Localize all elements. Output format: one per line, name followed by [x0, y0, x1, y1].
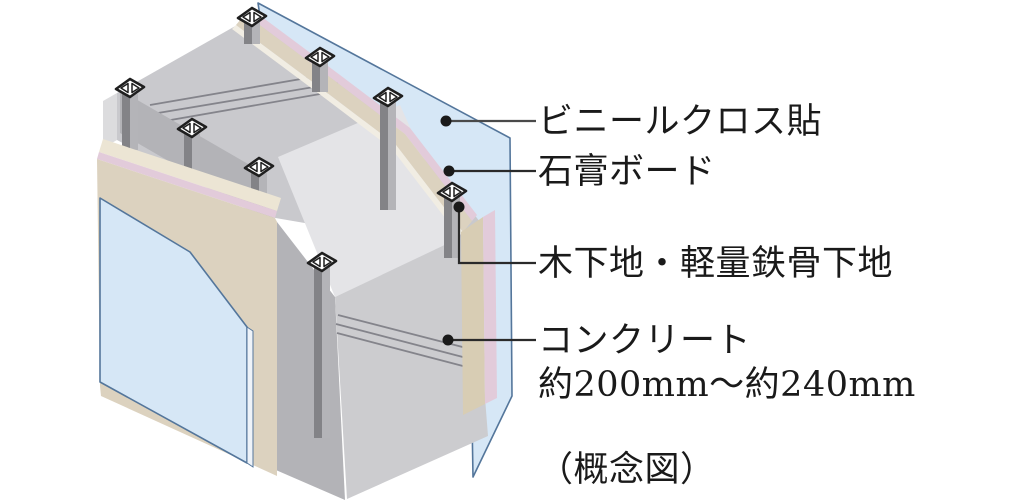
- leader-dots: [440, 115, 465, 346]
- gypsum-beige-band: [236, 14, 472, 232]
- caption-conceptual-diagram: （概念図）: [538, 450, 716, 490]
- rebar-lines-end: [335, 314, 483, 372]
- vinyl-cloth-panel-front: [99, 197, 254, 468]
- gypsum-top-face: [99, 139, 281, 211]
- gypsum-end-face: [461, 217, 485, 415]
- steel-studs-far: [236, 6, 468, 438]
- gypsum-back-strip: [97, 152, 277, 218]
- gypsum-end-back-face: [483, 210, 497, 404]
- gypsum-back-pink-band: [245, 8, 477, 221]
- steel-studs-near: [114, 77, 275, 194]
- label-stud-base: 木下地・軽量鉄骨下地: [538, 244, 894, 284]
- label-concrete: コンクリート: [538, 321, 752, 361]
- vinyl-panel-edge: [246, 326, 254, 468]
- gypsum-board-back: [232, 8, 497, 415]
- leader-dot-gypsum: [443, 165, 455, 177]
- leader-dot-vinyl: [440, 115, 452, 127]
- leader-dot-concrete: [442, 334, 454, 346]
- leader-stud: [457, 206, 536, 265]
- concrete-end-cut-face: [335, 232, 488, 499]
- concrete-left-end-sliver: [103, 93, 117, 148]
- leader-lines: [446, 119, 536, 342]
- gypsum-ridge-band: [232, 25, 463, 236]
- label-vinyl-cloth: ビニールクロス貼: [538, 102, 823, 142]
- leader-dot-stud: [453, 201, 465, 213]
- label-gypsum-board: 石膏ボード: [538, 152, 716, 192]
- label-concrete-thickness: 約200mm〜約240mm: [538, 365, 916, 405]
